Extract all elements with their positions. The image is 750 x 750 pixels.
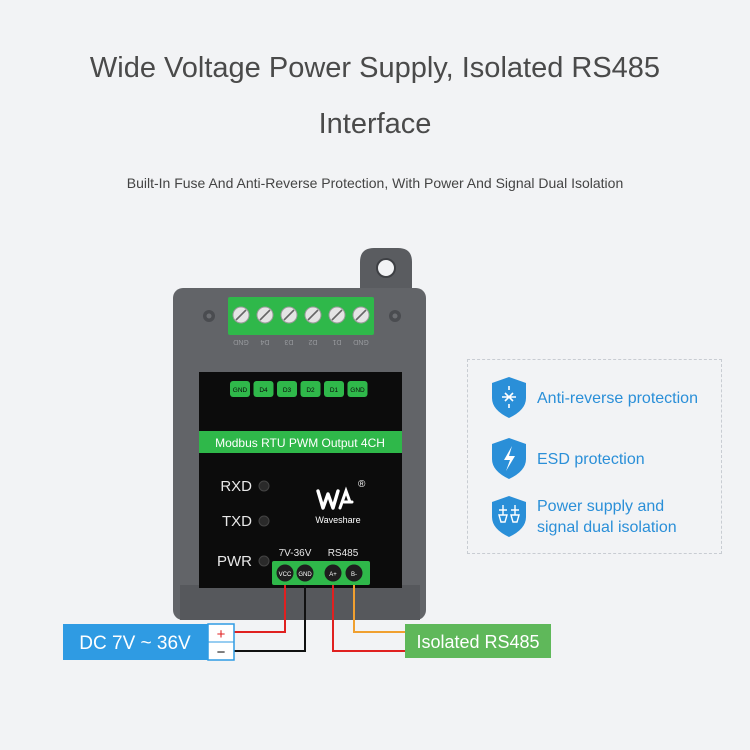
pin-label: D1 <box>330 387 339 394</box>
page-subtitle: Built-In Fuse And Anti-Reverse Protectio… <box>126 175 624 191</box>
wire-b-orange <box>353 585 407 633</box>
wire-gnd-black <box>232 585 306 652</box>
polarity-minus: − <box>217 644 226 661</box>
feature-esd: ESD protection <box>537 451 645 468</box>
power-header: 7V-36V <box>279 548 312 559</box>
mounting-hole <box>376 258 396 278</box>
rs485-label: Isolated RS485 <box>416 632 539 652</box>
feature-isolation-line1: Power supply and <box>537 498 665 515</box>
bottom-terminal-block <box>272 561 370 585</box>
pin-pad <box>300 381 321 397</box>
top-terminal-label: D1 <box>332 338 341 345</box>
bottom-pin-label: VCC <box>279 572 292 578</box>
bottom-pin-label: GND <box>298 572 312 578</box>
polarity-plus: + <box>217 626 226 643</box>
shield-isolation-icon <box>492 496 526 537</box>
wire-a-red <box>332 585 407 652</box>
feature-isolation-line2: signal dual isolation <box>537 519 677 536</box>
led-label-pwr: PWR <box>217 553 252 570</box>
model-label: Modbus RTU PWM Output 4CH <box>215 436 385 450</box>
enclosure-bottom <box>180 585 420 620</box>
top-terminal-label: GND <box>353 338 369 345</box>
feature-anti-reverse: Anti-reverse protection <box>537 390 698 407</box>
top-terminal-label: D3 <box>284 338 293 345</box>
pin-pad <box>324 381 344 397</box>
rs485-label-box <box>405 624 551 658</box>
model-label-strip <box>199 431 402 453</box>
bottom-pin-label: A+ <box>329 572 337 578</box>
shield-esd-icon <box>492 438 526 479</box>
top-terminal-block <box>228 297 374 335</box>
front-panel <box>199 372 402 588</box>
dc-label-box <box>63 624 208 660</box>
waveshare-logo-icon <box>316 486 354 510</box>
page-title-line2: Interface <box>318 108 432 140</box>
led-rxd <box>258 480 270 492</box>
pin-pad <box>230 381 250 397</box>
pin-pad <box>277 381 297 397</box>
wire-vcc-red <box>232 585 286 633</box>
bottom-pin <box>276 564 294 582</box>
pin-label: GND <box>233 387 248 394</box>
bottom-pin <box>296 564 314 582</box>
top-terminal-label: GND <box>233 338 249 345</box>
pin-label: GND <box>350 387 365 394</box>
pin-pad <box>253 381 274 397</box>
led-label-rxd: RXD <box>220 478 252 495</box>
pin-label: D3 <box>283 387 292 394</box>
brand-name: Waveshare <box>315 515 360 525</box>
top-terminal-label: D2 <box>308 338 317 345</box>
pin-label: D4 <box>259 387 268 394</box>
shield-anti-reverse-icon <box>492 377 526 418</box>
bottom-pin <box>324 564 342 582</box>
pin-label: D2 <box>306 387 315 394</box>
terminal-screws <box>232 306 370 324</box>
top-terminal-label: D4 <box>260 338 269 345</box>
rs485-header: RS485 <box>328 548 359 559</box>
features-panel <box>467 359 722 554</box>
led-label-txd: TXD <box>222 513 252 530</box>
brand-mark: ® <box>358 479 366 490</box>
bottom-pin-label: B- <box>351 572 357 578</box>
pin-pad <box>347 381 368 397</box>
dc-label: DC 7V ~ 36V <box>79 633 191 654</box>
page-title: Wide Voltage Power Supply, Isolated RS48… <box>89 52 661 84</box>
led-pwr <box>258 555 270 567</box>
led-txd <box>258 515 270 527</box>
bottom-pin <box>345 564 363 582</box>
